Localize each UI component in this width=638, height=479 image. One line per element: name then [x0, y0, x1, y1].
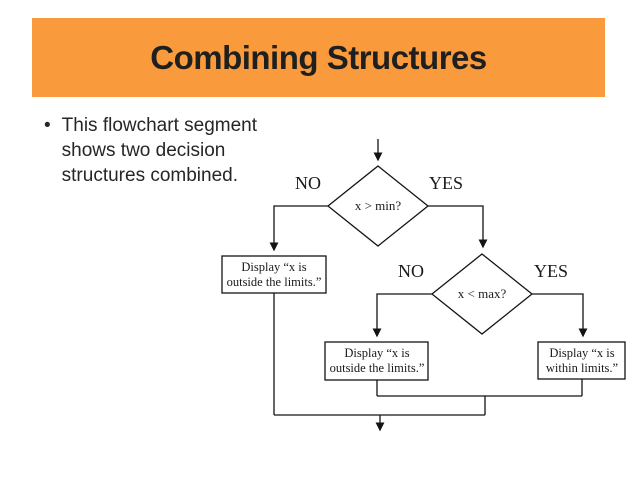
box-outside-first-line1: Display “x is [241, 260, 306, 274]
decision1-no-connector [269, 205, 328, 252]
box-outside-first [221, 255, 327, 294]
decision1-label: x > min? [355, 198, 402, 213]
bullet-item: • This flowchart segment shows two decis… [44, 113, 280, 188]
box-outside-second-line2: outside the limits.” [330, 361, 425, 375]
decision1-yes-connector [428, 205, 488, 249]
bullet-text: This flowchart segment shows two decisio… [61, 115, 258, 186]
decision2-no-connector [372, 293, 432, 338]
box-within-line2: within limits.” [546, 361, 618, 375]
box-outside-first-line2: outside the limits.” [227, 275, 322, 289]
decision1-no-label: NO [295, 173, 321, 193]
slide-title-bar: Combining Structures [32, 18, 605, 97]
decision1-yes-label: YES [429, 173, 463, 193]
box-outside-second-line1: Display “x is [344, 346, 409, 360]
decision2-yes-connector [532, 293, 588, 338]
decision2-no-label: NO [398, 261, 424, 281]
decision1-diamond [326, 165, 430, 247]
decision2-yes-label: YES [534, 261, 568, 281]
slide-title: Combining Structures [150, 38, 487, 76]
decision2-label: x < max? [458, 286, 507, 301]
decision2-diamond [430, 253, 534, 335]
box-within-line1: Display “x is [549, 346, 614, 360]
bullet-icon: • [44, 115, 51, 136]
